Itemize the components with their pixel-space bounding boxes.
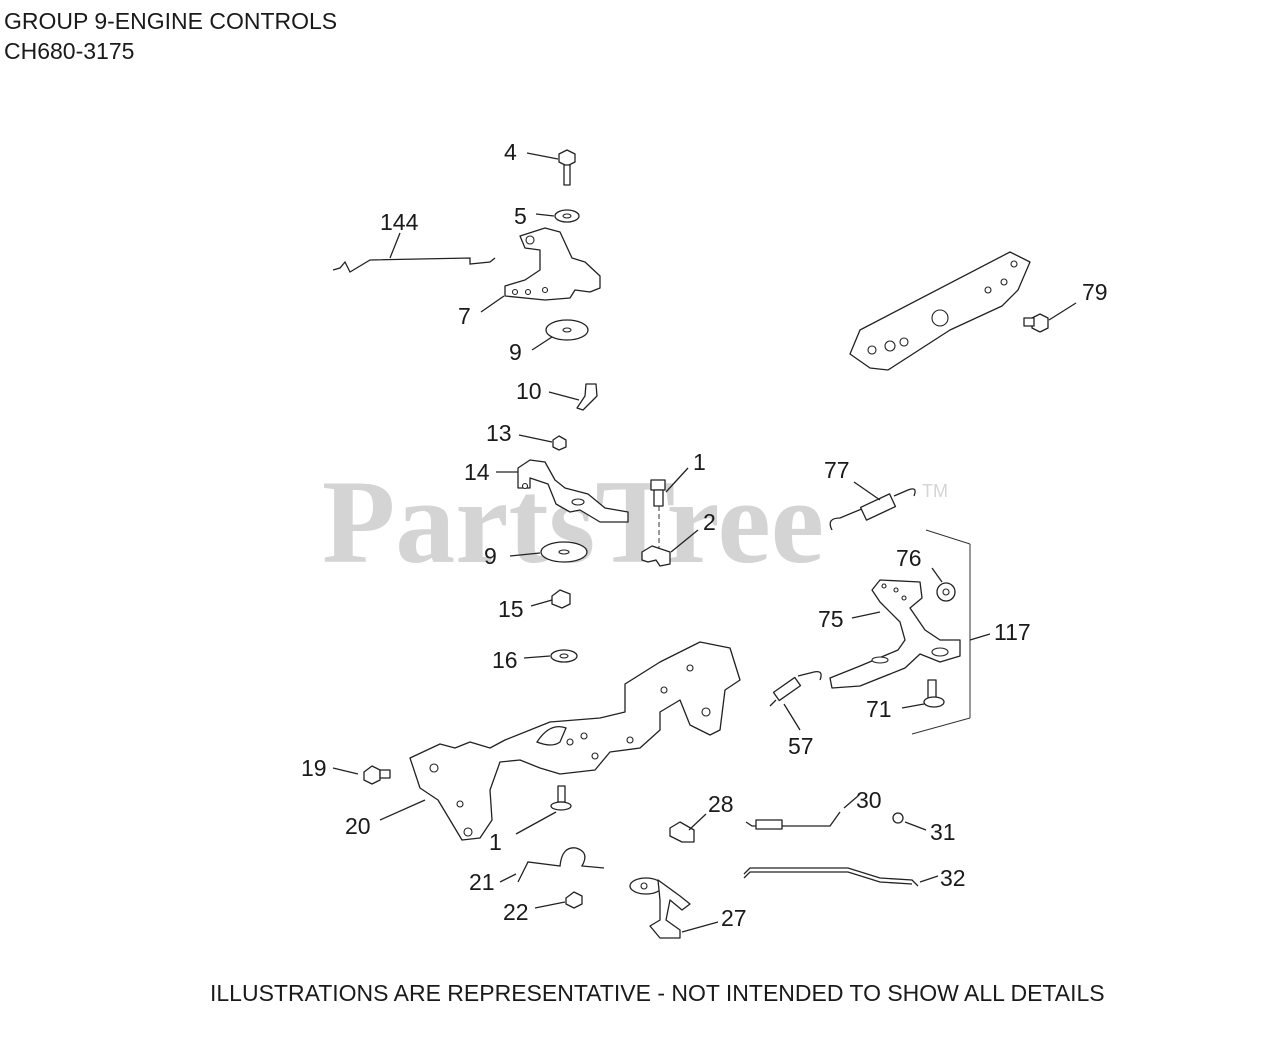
callout-71[interactable]: 71	[866, 696, 892, 722]
callout-79[interactable]: 79	[1082, 279, 1108, 305]
page-title: GROUP 9-ENGINE CONTROLS CH680-3175	[4, 6, 337, 66]
callout-7[interactable]: 7	[458, 303, 471, 329]
part-57-spring[interactable]	[769, 671, 822, 731]
part-plate[interactable]	[849, 251, 1031, 371]
callout-22[interactable]: 22	[503, 899, 529, 925]
callout-9-lower[interactable]: 9	[484, 543, 497, 569]
callout-19[interactable]: 19	[301, 755, 327, 781]
part-1-screw-lower[interactable]	[515, 785, 572, 835]
callout-31[interactable]: 31	[930, 819, 956, 845]
callout-75[interactable]: 75	[818, 606, 844, 632]
callout-15[interactable]: 15	[498, 596, 524, 622]
callout-28[interactable]: 28	[708, 791, 734, 817]
part-20-main-bracket[interactable]	[379, 641, 741, 841]
part-5-washer[interactable]	[535, 209, 580, 223]
part-19-bolt[interactable]	[332, 765, 391, 785]
callout-117[interactable]: 117	[994, 619, 1031, 645]
callout-32[interactable]: 32	[940, 865, 966, 891]
part-75-arm[interactable]	[829, 579, 961, 689]
part-9-washer-lower[interactable]	[509, 541, 588, 563]
title-model: CH680-3175	[4, 38, 135, 64]
part-10-pin[interactable]	[548, 383, 598, 411]
callout-144[interactable]: 144	[380, 209, 419, 235]
callout-77[interactable]: 77	[824, 457, 850, 483]
part-76-bushing[interactable]	[931, 567, 956, 602]
callout-1-upper[interactable]: 1	[693, 449, 706, 475]
callout-14[interactable]: 14	[464, 459, 490, 485]
watermark-trademark: TM	[922, 481, 948, 501]
callout-13[interactable]: 13	[486, 420, 512, 446]
part-117-group	[911, 529, 991, 735]
callout-20[interactable]: 20	[345, 813, 371, 839]
part-22-nut[interactable]	[534, 891, 583, 909]
part-14-lever[interactable]	[496, 459, 629, 523]
callout-76[interactable]: 76	[896, 545, 922, 571]
part-16-washer[interactable]	[523, 649, 578, 663]
part-31-screw[interactable]	[892, 812, 927, 831]
part-15-nut[interactable]	[530, 589, 571, 609]
part-2-clip[interactable]	[641, 529, 699, 567]
callout-9-upper[interactable]: 9	[509, 339, 522, 365]
watermark-text: PartsTree	[322, 455, 824, 588]
part-77-spring[interactable]	[829, 481, 916, 531]
part-21-spring[interactable]	[499, 847, 605, 883]
part-4-bolt[interactable]	[526, 149, 576, 186]
part-9-washer-upper[interactable]	[531, 319, 589, 351]
part-144-rod[interactable]	[332, 232, 496, 273]
callout-2[interactable]: 2	[703, 509, 716, 535]
callout-5[interactable]: 5	[514, 203, 527, 229]
callout-4[interactable]: 4	[504, 139, 517, 165]
part-7-lever[interactable]	[480, 227, 601, 313]
callout-30[interactable]: 30	[856, 787, 882, 813]
callout-1-lower[interactable]: 1	[489, 829, 502, 855]
part-28-clip[interactable]	[669, 813, 707, 843]
disclaimer: ILLUSTRATIONS ARE REPRESENTATIVE - NOT I…	[210, 980, 1105, 1006]
callout-16[interactable]: 16	[492, 647, 518, 673]
callout-10[interactable]: 10	[516, 378, 542, 404]
part-32-rod[interactable]	[743, 867, 939, 887]
title-group: GROUP 9-ENGINE CONTROLS	[4, 8, 338, 34]
part-13-nut[interactable]	[518, 434, 567, 451]
part-71-pin[interactable]	[901, 679, 945, 709]
part-1-screw-upper[interactable]	[650, 467, 689, 552]
part-79-bolt[interactable]	[1023, 302, 1077, 333]
callout-27[interactable]: 27	[721, 905, 747, 931]
callout-57[interactable]: 57	[788, 733, 814, 759]
part-30-spring[interactable]	[745, 795, 859, 830]
callout-21[interactable]: 21	[469, 869, 495, 895]
part-27-bracket[interactable]	[629, 877, 719, 939]
